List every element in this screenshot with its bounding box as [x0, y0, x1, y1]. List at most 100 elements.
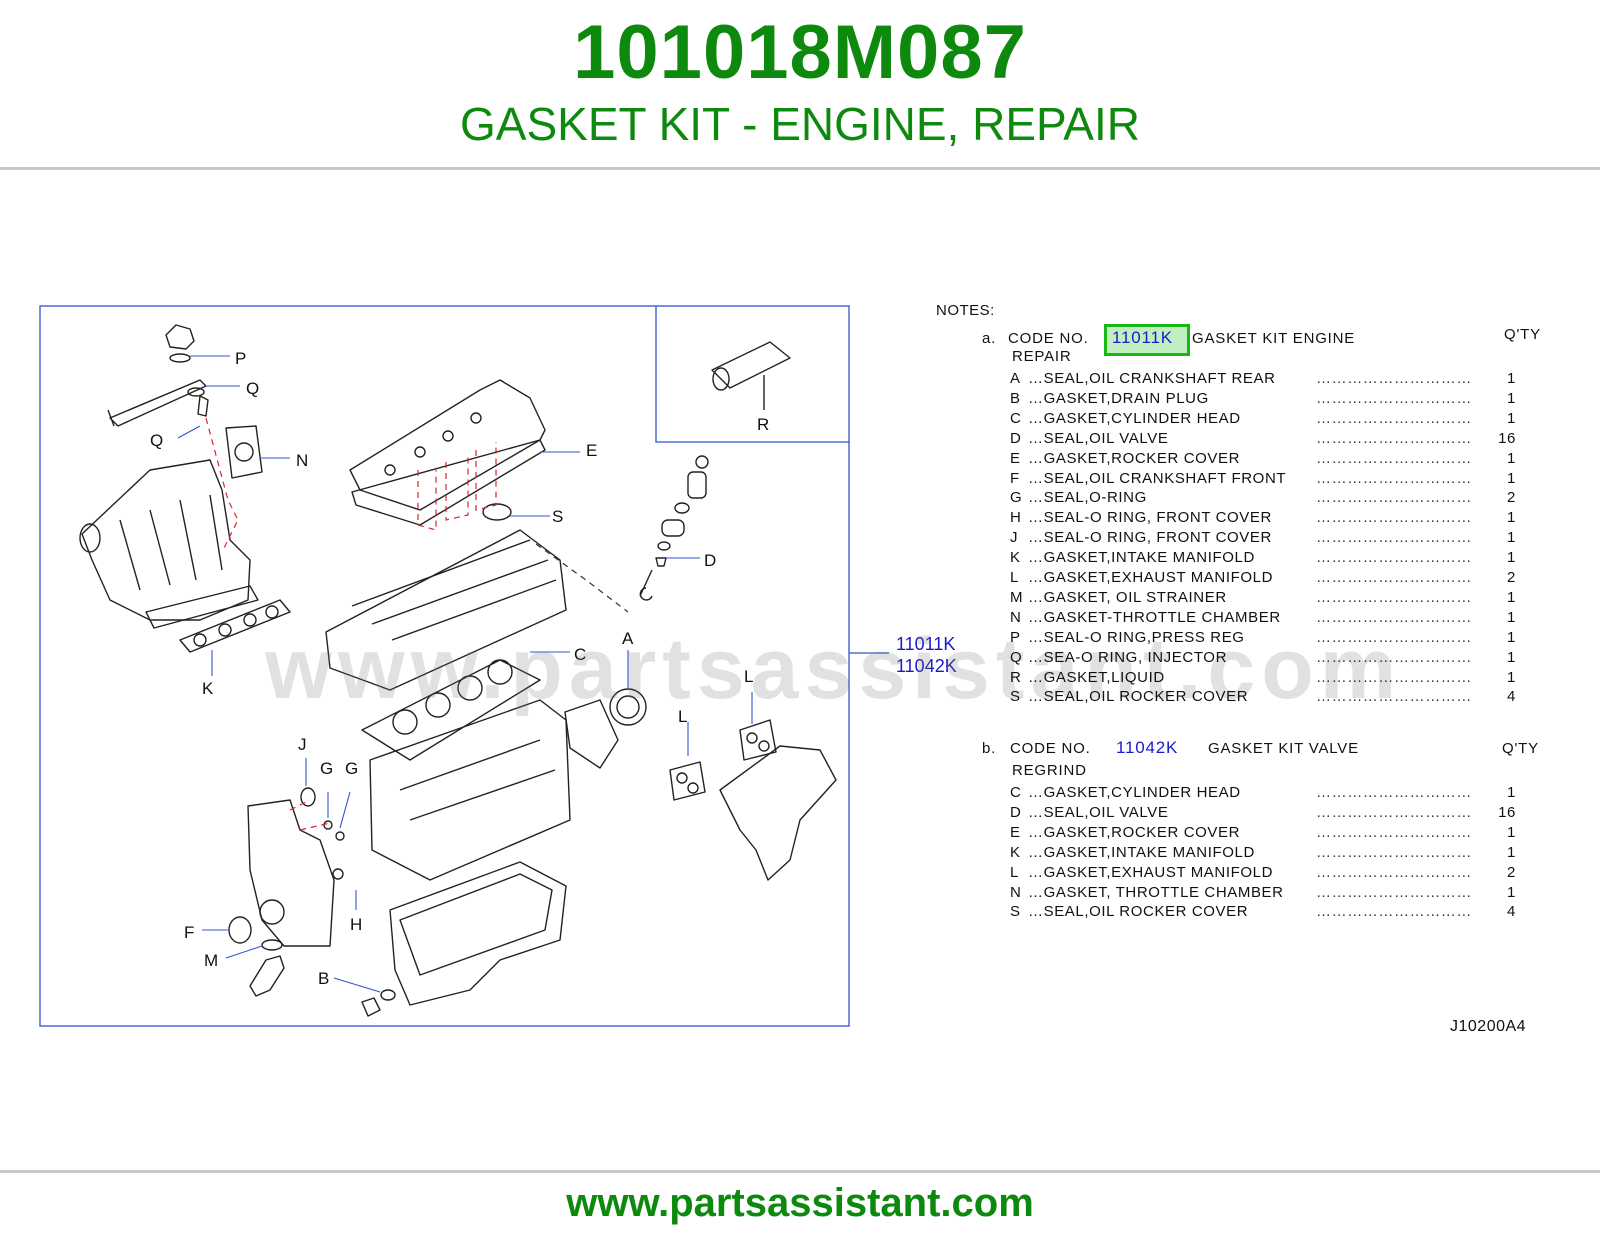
item-letter: S [1010, 688, 1021, 706]
leader-dots: ………………………………………………… [1316, 668, 1471, 686]
leader-dots: ………………………………………………… [1316, 389, 1471, 407]
drain-gasket-icon [380, 989, 396, 1001]
item-quantity: 1 [1507, 370, 1516, 387]
item-description: …SEAL-O RING, FRONT COVER [1028, 509, 1272, 527]
item-description: …SEAL,OIL VALVE [1028, 803, 1169, 821]
parts-list-row: F…SEAL,OIL CRANKSHAFT FRONT…………………………………… [936, 470, 1536, 490]
item-letter: F [1010, 469, 1020, 487]
parts-list-row: P…SEAL-O RING,PRESS REG……………………………………………… [936, 629, 1536, 649]
intake-manifold-icon [81, 459, 251, 621]
parts-list-row: E…GASKET,ROCKER COVER…………………………………………………… [936, 450, 1536, 470]
parts-list-row: M…GASKET, OIL STRAINER………………………………………………… [936, 589, 1536, 609]
item-quantity: 1 [1507, 668, 1516, 686]
section-a-code-label: CODE NO. [1008, 330, 1089, 347]
kit-code-11042k[interactable]: 11042K [896, 656, 957, 676]
item-description: …GASKET,INTAKE MANIFOLD [1028, 843, 1255, 861]
parts-list-row: N…GASKET, THROTTLE CHAMBER……………………………………… [936, 884, 1536, 904]
valve-parts-icon [639, 455, 709, 601]
head-gasket-icon [361, 659, 541, 761]
leader-dots: ………………………………………………… [1316, 903, 1471, 921]
leader-dots: ………………………………………………… [1316, 370, 1471, 387]
parts-list-row: L…GASKET,EXHAUST MANIFOLD………………………………………… [936, 864, 1536, 884]
item-quantity: 1 [1507, 529, 1516, 547]
item-letter: J [1010, 529, 1019, 547]
callout-b: B [318, 969, 329, 988]
item-quantity: 1 [1507, 469, 1516, 487]
header-divider [0, 167, 1600, 170]
footer-url[interactable]: www.partsassistant.com [566, 1181, 1034, 1225]
leader-dots: ………………………………………………… [1316, 823, 1471, 841]
leader-dots: ………………………………………………… [1316, 489, 1471, 507]
cylinder-block-icon [369, 699, 571, 881]
section-a-code[interactable]: 11011K [1112, 328, 1173, 347]
intake-gasket-icon [179, 599, 291, 653]
leader-dots: ………………………………………………… [1316, 784, 1471, 801]
section-b-name: GASKET KIT VALVE [1208, 740, 1359, 757]
pressure-regulator-icon [165, 324, 195, 350]
item-letter: K [1010, 549, 1021, 567]
item-letter: P [1010, 628, 1021, 646]
item-letter: C [1010, 784, 1022, 801]
item-quantity: 16 [1498, 429, 1516, 447]
item-letter: C [1010, 409, 1022, 427]
section-a-name-cont: REPAIR [1012, 348, 1072, 365]
leader-dots: ………………………………………………… [1316, 843, 1471, 861]
callout-e: E [586, 441, 597, 460]
page-header: 101018M087 GASKET KIT - ENGINE, REPAIR [0, 0, 1600, 168]
callout-q-top: Q [246, 379, 259, 398]
item-quantity: 1 [1507, 648, 1516, 666]
leader-dots: ………………………………………………… [1316, 688, 1471, 706]
item-letter: K [1010, 843, 1021, 861]
fuel-rail-icon [107, 379, 207, 427]
item-quantity: 1 [1507, 628, 1516, 646]
item-description: …SEAL,OIL VALVE [1028, 429, 1169, 447]
item-quantity: 1 [1507, 843, 1516, 861]
item-quantity: 1 [1507, 549, 1516, 567]
item-quantity: 1 [1507, 449, 1516, 467]
callout-p: P [235, 349, 246, 368]
parts-list-row: S…SEAL,OIL ROCKER COVER……………………………………………… [936, 903, 1536, 923]
item-letter: E [1010, 823, 1021, 841]
exhaust-gasket-right-icon [739, 719, 777, 761]
item-letter: M [1010, 588, 1024, 606]
section-b-code-label: CODE NO. [1010, 740, 1091, 757]
cylinder-head-icon [325, 529, 567, 691]
callout-c: C [574, 645, 586, 664]
item-description: …GASKET,INTAKE MANIFOLD [1028, 549, 1255, 567]
section-a-letter: a. [982, 330, 997, 347]
leader-dots: ………………………………………………… [1316, 863, 1471, 881]
leader-dots: ………………………………………………… [1316, 883, 1471, 901]
item-letter: D [1010, 429, 1022, 447]
section-b-code[interactable]: 11042K [1116, 738, 1179, 757]
item-letter: A [1010, 370, 1021, 387]
front-cover-icon [247, 799, 335, 947]
leader-dots: ………………………………………………… [1316, 549, 1471, 567]
notes-heading: NOTES: [936, 302, 995, 319]
item-description: …SEAL,O-RING [1028, 489, 1147, 507]
callout-h: H [350, 915, 362, 934]
item-description: …GASKET,LIQUID [1028, 668, 1165, 686]
item-letter: L [1010, 569, 1019, 586]
oil-pan-icon [389, 861, 567, 1006]
item-quantity: 1 [1507, 409, 1516, 427]
exhaust-gasket-left-icon [669, 761, 706, 801]
parts-list-row: K …GASKET,INTAKE MANIFOLD …………………………………………… [936, 844, 1536, 864]
item-description: …GASKET,DRAIN PLUG [1028, 389, 1209, 407]
footer-divider [0, 1170, 1600, 1173]
item-quantity: 1 [1507, 588, 1516, 606]
leader-dots: ………………………………………………… [1316, 648, 1471, 666]
item-description: …SEAL,OIL ROCKER COVER [1028, 903, 1249, 921]
item-letter: R [1010, 668, 1022, 686]
parts-list-row: C…GASKET,CYLINDER HEAD………………………………………………… [936, 410, 1536, 430]
callout-d: D [704, 551, 716, 570]
item-quantity: 1 [1507, 389, 1516, 407]
item-quantity: 16 [1498, 803, 1516, 821]
item-letter: E [1010, 449, 1021, 467]
parts-list-row: D…SEAL,OIL VALVE…………………………………………………16 [936, 804, 1536, 824]
kit-code-11011k[interactable]: 11011K [896, 634, 955, 654]
callout-g-right: G [345, 759, 358, 778]
leader-dots: ………………………………………………… [1316, 509, 1471, 527]
throttle-gasket-icon [225, 425, 263, 479]
leader-dots: ………………………………………………… [1316, 529, 1471, 547]
